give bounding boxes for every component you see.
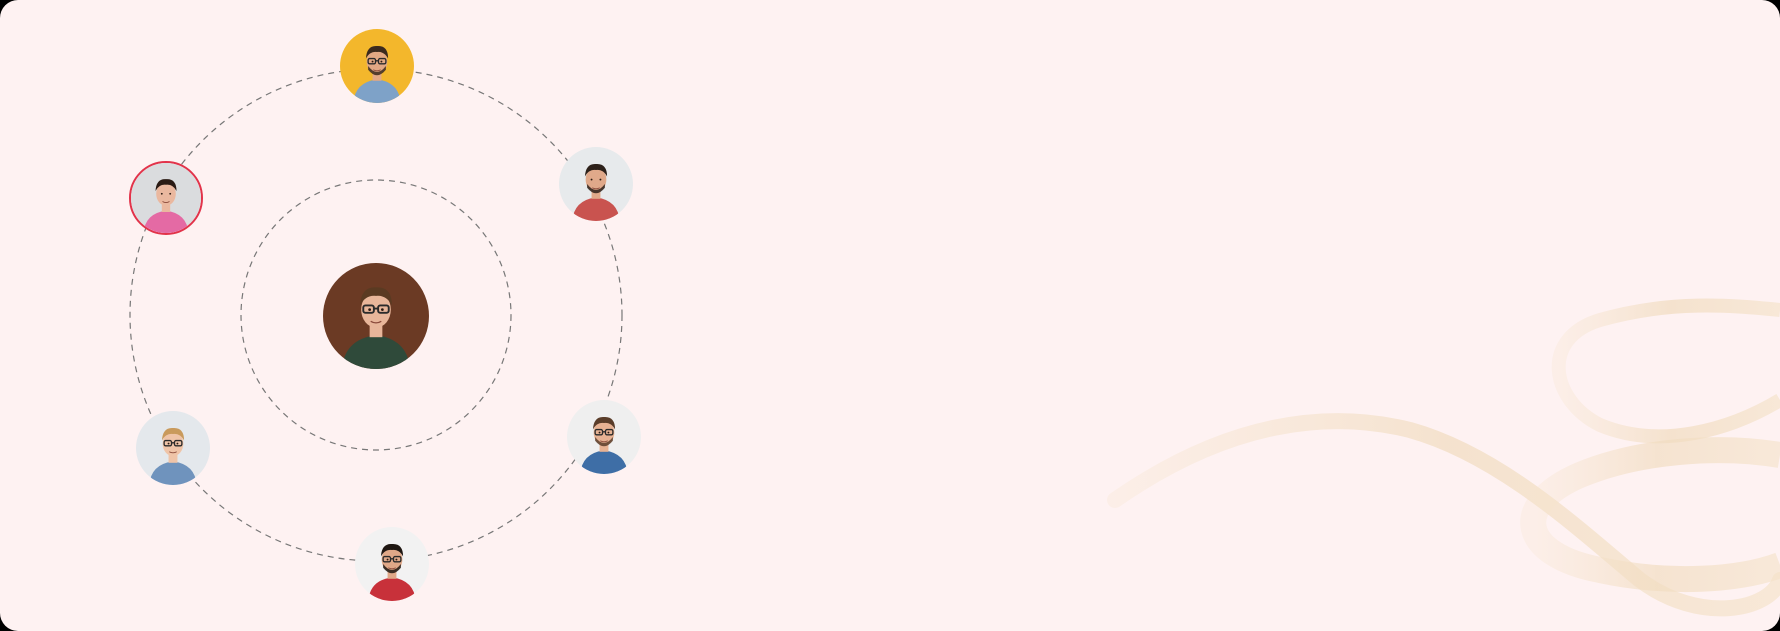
avatar-right-person[interactable]	[567, 400, 641, 474]
avatar-bottom-person[interactable]	[355, 527, 429, 601]
avatar-lower-left-person[interactable]	[136, 411, 210, 485]
decorative-ribbon	[1107, 298, 1780, 617]
avatar-center-person[interactable]	[323, 263, 429, 369]
avatar-upper-right-person[interactable]	[559, 147, 633, 221]
avatar-top-person[interactable]	[340, 29, 414, 103]
avatar-left-person-highlighted[interactable]	[129, 161, 203, 235]
inner-orbit-ring	[240, 179, 512, 451]
